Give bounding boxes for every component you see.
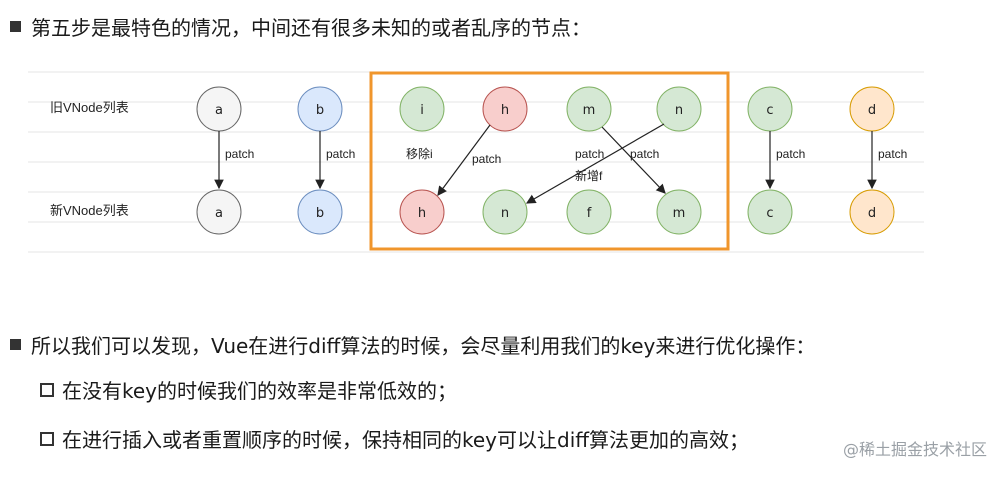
add-f-label: 新增f: [575, 168, 603, 183]
svg-text:n: n: [675, 103, 683, 118]
patch-label-n: patch: [630, 147, 659, 161]
vnode-diff-diagram: 旧VNode列表 新VNode列表 a b i h m n c d a b h …: [28, 71, 924, 253]
bullet-square-icon: [10, 21, 21, 32]
watermark: @稀土掘金技术社区: [842, 440, 987, 459]
hollow-square-icon: [40, 382, 54, 397]
edge-m-m: [601, 126, 666, 194]
new-node-c: c: [747, 189, 793, 235]
unknown-sequence-frame: [369, 71, 730, 251]
patch-label-m: patch: [575, 147, 604, 161]
new-node-h: h: [399, 189, 445, 235]
heading-top: 第五步是最特色的情况，中间还有很多未知的或者乱序的节点：: [10, 12, 591, 41]
svg-text:c: c: [766, 103, 773, 118]
old-node-c: c: [747, 86, 793, 132]
heading-top-text: 第五步是最特色的情况，中间还有很多未知的或者乱序的节点：: [31, 16, 591, 40]
old-node-n: n: [656, 86, 702, 132]
sub-item-2-text: 在进行插入或者重置顺序的时候，保持相同的key可以让diff算法更加的高效；: [62, 428, 750, 452]
new-node-a: a: [196, 189, 242, 235]
new-node-d: d: [849, 189, 895, 235]
svg-text:m: m: [583, 103, 596, 118]
heading-bottom-text: 所以我们可以发现，Vue在进行diff算法的时候，会尽量利用我们的key来进行优…: [31, 334, 816, 358]
new-node-m: m: [656, 189, 702, 235]
old-vnode-label: 旧VNode列表: [50, 100, 129, 115]
patch-label-d: patch: [878, 147, 907, 161]
svg-text:h: h: [501, 103, 509, 118]
svg-text:d: d: [868, 206, 876, 221]
bullet-square-icon: [10, 339, 21, 350]
new-node-n: n: [482, 189, 528, 235]
patch-label-h: patch: [472, 152, 501, 166]
sub-item-1: 在没有key的时候我们的效率是非常低效的；: [40, 375, 457, 404]
heading-bottom: 所以我们可以发现，Vue在进行diff算法的时候，会尽量利用我们的key来进行优…: [10, 330, 815, 359]
edge-h-h: [437, 124, 491, 196]
svg-text:n: n: [501, 206, 509, 221]
patch-label-b: patch: [326, 147, 355, 161]
patch-label-a: patch: [225, 147, 254, 161]
svg-text:a: a: [215, 206, 223, 221]
edges: [214, 123, 877, 204]
new-node-f: f: [566, 189, 612, 235]
svg-text:a: a: [215, 103, 223, 118]
old-node-h: h: [482, 86, 528, 132]
svg-text:h: h: [418, 206, 426, 221]
remove-i-label: 移除i: [406, 146, 433, 161]
old-node-d: d: [849, 86, 895, 132]
sub-item-2: 在进行插入或者重置顺序的时候，保持相同的key可以让diff算法更加的高效；: [40, 424, 749, 453]
svg-text:b: b: [316, 103, 324, 118]
new-node-b: b: [297, 189, 343, 235]
svg-text:d: d: [868, 103, 876, 118]
new-vnode-label: 新VNode列表: [50, 203, 129, 218]
edge-n-n: [525, 123, 665, 204]
hollow-square-icon: [40, 431, 54, 446]
svg-text:b: b: [316, 206, 324, 221]
old-node-m: m: [566, 86, 612, 132]
old-node-i: i: [399, 86, 445, 132]
patch-label-c: patch: [776, 147, 805, 161]
old-node-a: a: [196, 86, 242, 132]
svg-text:i: i: [420, 103, 424, 118]
svg-text:m: m: [673, 206, 686, 221]
svg-text:f: f: [587, 206, 592, 221]
sub-item-1-text: 在没有key的时候我们的效率是非常低效的；: [62, 379, 458, 403]
old-node-b: b: [297, 86, 343, 132]
grid-background: [28, 71, 924, 253]
svg-text:c: c: [766, 206, 773, 221]
